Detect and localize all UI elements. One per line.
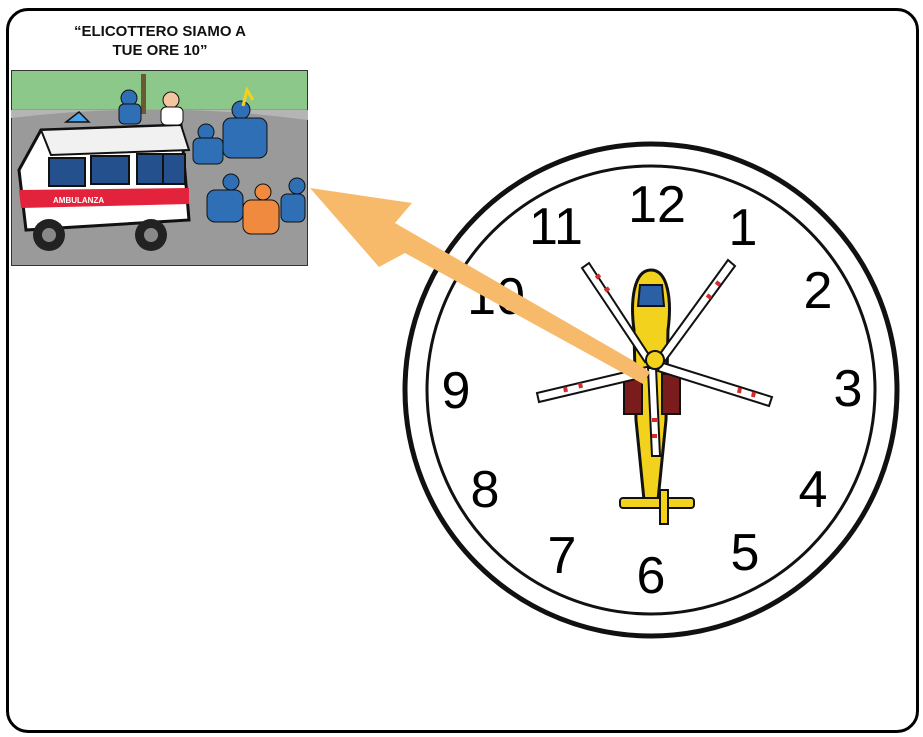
caption-line-2: TUE ORE 10” [10,41,310,60]
caption-line-1: “ELICOTTERO SIAMO A [10,22,310,41]
ambulance-scene-illustration: AMBULANZA [11,70,308,266]
caption: “ELICOTTERO SIAMO A TUE ORE 10” [10,22,310,60]
ambulance-label: AMBULANZA [53,196,104,205]
